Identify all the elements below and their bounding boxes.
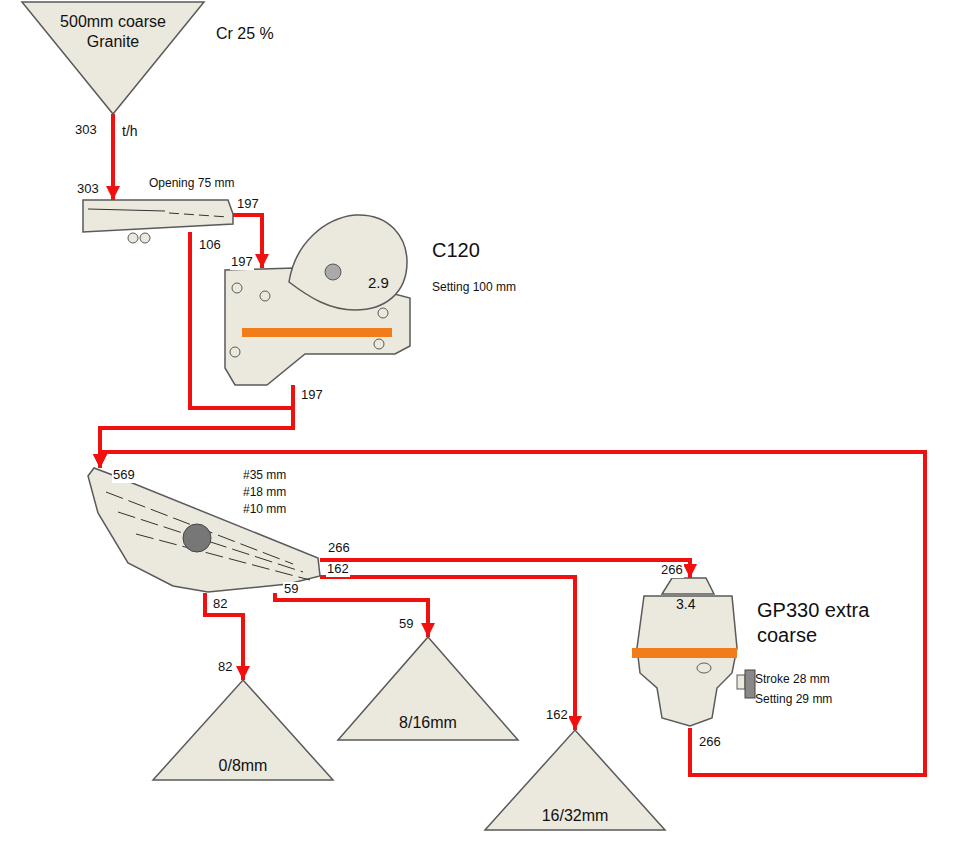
flow-rate: 197 (300, 388, 324, 403)
flow-rate: 59 (398, 617, 414, 632)
vibrating-screen: #35 mm #18 mm #10 mm (88, 468, 320, 593)
node-note: Setting 29 mm (755, 692, 832, 707)
feed-hopper-top (662, 578, 714, 594)
screen-deck (118, 512, 303, 572)
flow-line (111, 114, 115, 200)
stockpile: 0/8mm (153, 680, 333, 780)
frame-hole (374, 339, 384, 349)
flow-rate: 82 (212, 597, 228, 612)
node-text: 2.9 (368, 274, 389, 293)
node-text: 8/16mm (338, 713, 518, 733)
node-text: 0/8mm (153, 756, 333, 776)
node-note: #10 mm (243, 502, 286, 517)
screen-deck (136, 534, 310, 580)
frame-hole (378, 308, 388, 318)
flywheel (289, 215, 407, 310)
frame-hole (230, 347, 240, 357)
vibrator (183, 524, 211, 552)
flow-line (275, 593, 428, 637)
flow-rate: 266 (698, 735, 722, 750)
feeder-outline (83, 200, 233, 232)
grizzly-deck (88, 209, 165, 211)
flow-rate: 197 (236, 197, 260, 212)
flow-rate: 569 (112, 468, 136, 483)
shaft (325, 264, 341, 280)
node-note: GP330 extra coarse (757, 598, 907, 648)
hopper-outline (22, 2, 204, 114)
node-note: #18 mm (243, 485, 286, 500)
screen-body (88, 468, 320, 592)
node-text: 3.4 (676, 596, 695, 614)
node-text: Opening 75 mm (149, 176, 234, 191)
cone-crusher: 3.4GP330 extra coarseStroke 28 mmSetting… (632, 578, 742, 728)
flow-rate: 303 (76, 182, 100, 197)
cone-body (637, 596, 737, 726)
flow-rate: 59 (283, 582, 299, 597)
unit-label: t/h (121, 123, 139, 139)
drive-shaft (737, 675, 745, 689)
jaw-plate (242, 328, 392, 337)
grizzly-feeder: Opening 75 mm (83, 200, 233, 232)
node-note: C120 (432, 238, 480, 263)
feed-hopper: 500mm coarse Granite (22, 2, 204, 114)
flow-rate: 82 (217, 660, 233, 675)
screen-deck (106, 492, 293, 564)
node-note: Stroke 28 mm (755, 672, 830, 687)
flow-rate: 266 (327, 541, 351, 556)
grizzly-deck (169, 213, 228, 217)
frame-hole (260, 291, 270, 301)
flow-line (205, 593, 243, 680)
flow-rate: 162 (545, 708, 569, 723)
pile-outline (485, 730, 665, 830)
flow-rate: 106 (198, 238, 222, 253)
mantle-band (632, 648, 737, 658)
closed-circuit-note: Cr 25 % (215, 25, 275, 43)
flow-line (100, 385, 293, 468)
flow-rate: 162 (326, 562, 350, 577)
pile-outline (338, 637, 518, 740)
cone-port (697, 663, 711, 673)
feeder-drive (128, 233, 138, 243)
node-text: 16/32mm (485, 806, 665, 826)
shape-outline (83, 200, 233, 232)
node-text: #35 mm (243, 468, 286, 483)
stockpile: 8/16mm (338, 637, 518, 740)
pile-outline (153, 680, 333, 780)
drive-pulley (745, 670, 755, 698)
flow-rate: 266 (660, 563, 684, 578)
feeder-drive (140, 233, 150, 243)
jaw-crusher: 2.9C120Setting 100 mm (225, 268, 410, 385)
stockpile: 16/32mm (485, 730, 665, 830)
flow-rate: 197 (230, 255, 254, 270)
node-note: Setting 100 mm (432, 280, 516, 295)
frame-hole (232, 283, 242, 293)
flow-rate: 303 (74, 123, 98, 138)
node-text: 500mm coarse Granite (52, 12, 174, 52)
